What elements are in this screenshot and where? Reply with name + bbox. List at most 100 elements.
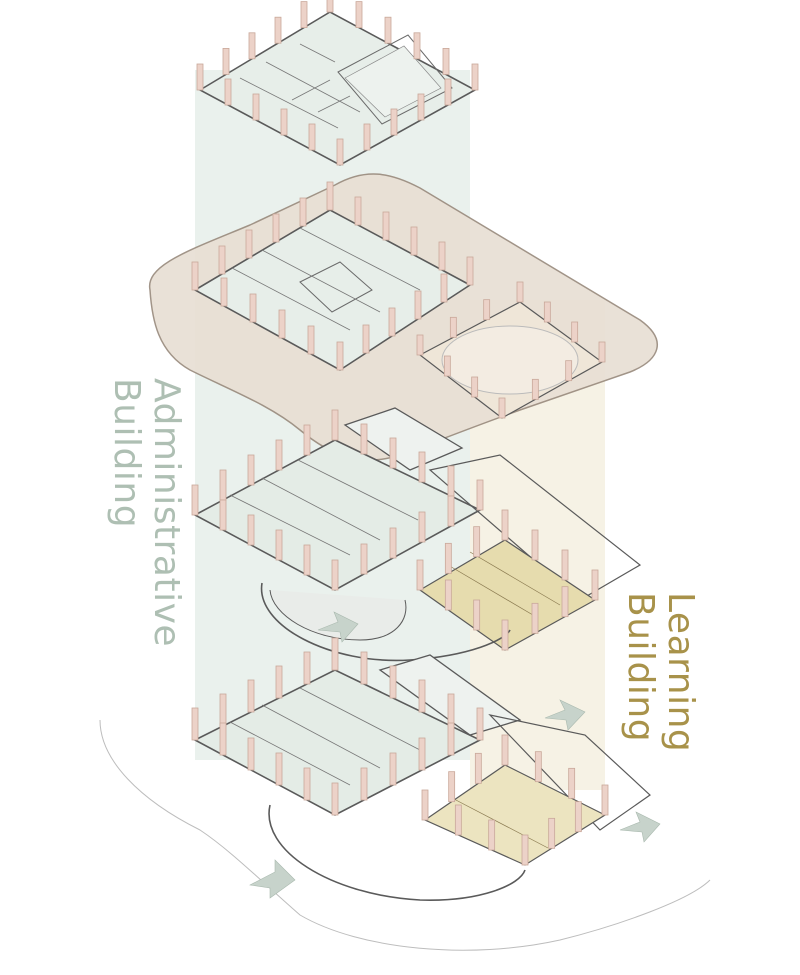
column-icon (331, 409, 339, 441)
column-icon (336, 341, 344, 371)
column-icon (224, 78, 232, 106)
column-icon (247, 514, 255, 546)
learning-label-line1: Learning (660, 592, 701, 753)
column-icon (303, 544, 311, 576)
column-icon (416, 334, 424, 356)
column-icon (275, 752, 283, 786)
column-icon (220, 277, 228, 307)
column-icon (418, 679, 426, 713)
column-icon (571, 321, 579, 343)
column-icon (219, 469, 227, 501)
column-icon (360, 651, 368, 685)
column-icon (382, 211, 390, 241)
column-icon (272, 213, 280, 243)
column-icon (249, 293, 257, 323)
level-3-roof-slab (149, 173, 658, 461)
column-icon (219, 693, 227, 727)
column-icon (565, 360, 573, 382)
column-icon (360, 767, 368, 801)
column-icon (280, 108, 288, 136)
column-icon (275, 439, 283, 471)
column-icon (245, 229, 253, 259)
column-icon (307, 325, 315, 355)
column-icon (247, 679, 255, 713)
column-icon (252, 93, 260, 121)
column-icon (438, 241, 446, 271)
column-icon (389, 752, 397, 786)
column-icon (591, 569, 599, 601)
column-icon (355, 1, 363, 29)
column-icon (418, 511, 426, 543)
column-icon (417, 93, 425, 121)
administrative-label-line1: Administrative (146, 378, 187, 648)
column-icon (531, 602, 539, 634)
column-icon (191, 261, 199, 291)
entrance-arrow-icon (249, 611, 661, 899)
column-icon (561, 586, 569, 618)
column-icon (414, 290, 422, 320)
column-icon (483, 299, 491, 321)
column-icon (440, 273, 448, 303)
column-icon (516, 281, 524, 303)
column-icon (454, 804, 462, 836)
column-icon (247, 454, 255, 486)
column-icon (531, 378, 539, 400)
column-icon (360, 543, 368, 575)
column-icon (548, 817, 556, 849)
column-icon (331, 637, 339, 671)
column-icon (222, 48, 230, 75)
column-icon (521, 834, 529, 866)
column-icon (303, 767, 311, 801)
column-icon (418, 737, 426, 771)
column-icon (354, 196, 362, 226)
column-icon (473, 526, 481, 558)
column-icon (363, 123, 371, 151)
learning-label-line2: Building (620, 592, 661, 743)
column-icon (308, 123, 316, 151)
column-icon (362, 324, 370, 354)
column-icon (219, 499, 227, 531)
column-icon (598, 341, 606, 363)
column-icon (531, 529, 539, 561)
column-icon (191, 484, 199, 516)
column-icon (473, 599, 481, 631)
column-icon (360, 423, 368, 455)
column-icon (444, 542, 452, 574)
column-icon (413, 32, 421, 60)
column-icon (389, 437, 397, 469)
column-icon (447, 722, 455, 756)
column-icon (331, 559, 339, 591)
column-icon (326, 181, 334, 211)
column-icon (384, 16, 392, 44)
column-icon (247, 737, 255, 771)
column-icon (336, 138, 344, 166)
column-icon (474, 752, 482, 784)
column-icon (303, 651, 311, 685)
column-icon (388, 307, 396, 337)
administrative-label-line2: Building (106, 378, 147, 529)
learning-building-label: Learning Building (620, 592, 701, 753)
column-icon (299, 197, 307, 227)
column-icon (300, 1, 308, 28)
column-icon (476, 707, 484, 741)
column-icon (444, 579, 452, 611)
column-icon (390, 108, 398, 136)
column-icon (410, 226, 418, 256)
column-icon (274, 16, 282, 44)
column-icon (501, 619, 509, 651)
column-icon (471, 63, 479, 91)
column-icon (447, 693, 455, 727)
column-icon (561, 549, 569, 581)
column-icon (191, 707, 199, 741)
level-2-floor-plate (193, 407, 642, 662)
column-icon (418, 451, 426, 483)
column-icon (196, 63, 204, 91)
column-icon (501, 734, 509, 766)
column-icon (447, 465, 455, 497)
column-icon (601, 784, 609, 816)
column-icon (498, 397, 506, 419)
column-icon (275, 529, 283, 561)
column-icon (476, 479, 484, 511)
